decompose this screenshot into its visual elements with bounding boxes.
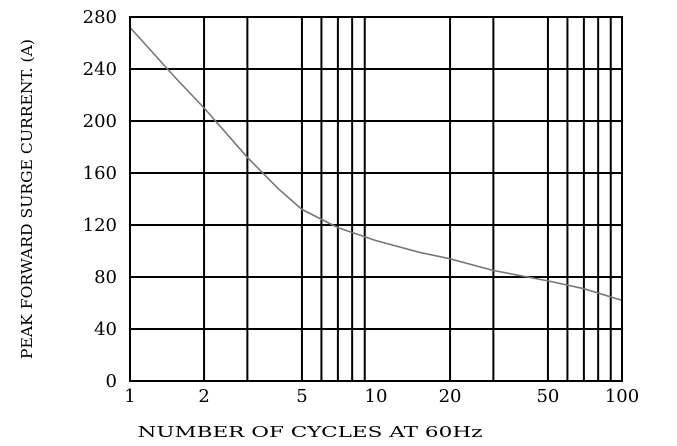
x-tick-labels: 1 2 5 10 20 50 100 — [124, 386, 639, 407]
x-tick-label: 2 — [198, 386, 209, 407]
y-tick-label: 200 — [83, 111, 117, 132]
y-tick-labels: 0 40 80 120 160 200 240 280 — [83, 7, 117, 392]
x-tick-label: 100 — [605, 386, 639, 407]
y-tick-label: 120 — [83, 215, 117, 236]
y-axis-label: PEAK FORWARD SURGE CURRENT. (A) — [18, 39, 36, 359]
y-tick-label: 0 — [106, 371, 117, 392]
surge-current-curve — [129, 26, 623, 302]
grid-lines — [130, 17, 622, 381]
y-tick-label: 80 — [94, 267, 117, 288]
x-axis-label: NUMBER OF CYCLES AT 60Hz — [138, 423, 483, 441]
x-tick-label: 5 — [296, 386, 307, 407]
plot-frame — [129, 16, 623, 382]
y-tick-label: 240 — [83, 59, 117, 80]
x-tick-label: 20 — [439, 386, 462, 407]
x-tick-label: 10 — [365, 386, 388, 407]
y-tick-label: 40 — [94, 319, 117, 340]
y-tick-label: 280 — [83, 7, 117, 28]
x-tick-label: 50 — [536, 386, 559, 407]
x-tick-label: 1 — [124, 386, 135, 407]
y-tick-label: 160 — [83, 163, 117, 184]
